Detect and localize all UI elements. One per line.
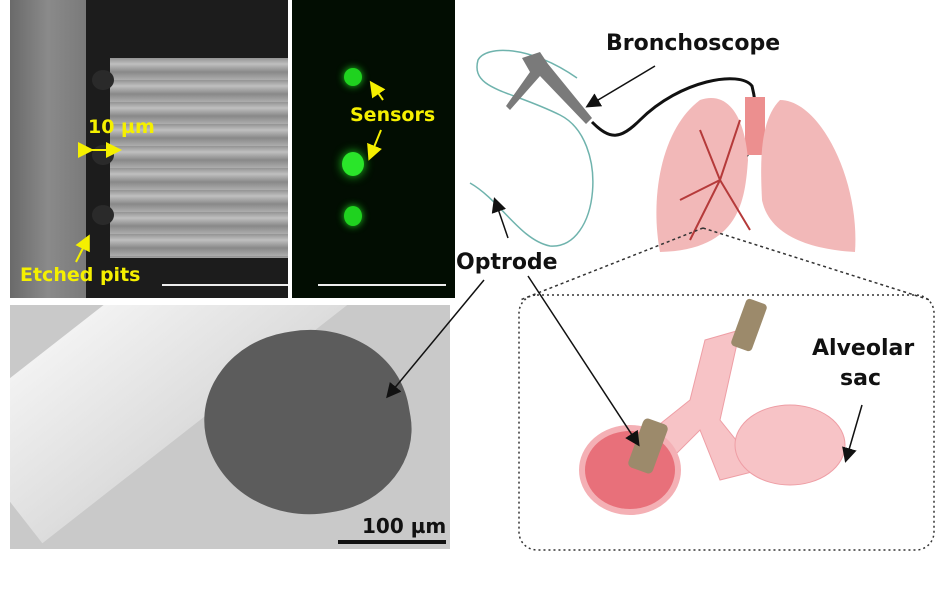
brightfield-panel	[10, 0, 288, 298]
sensors-label: Sensors	[350, 104, 436, 126]
scale-label-100um: 100 µm	[362, 514, 447, 538]
alveolar-label-line2: sac	[840, 366, 881, 391]
sensor-spot	[342, 152, 364, 176]
fiber-core-region	[110, 58, 288, 258]
sensor-spot	[344, 68, 362, 86]
etched-pit	[92, 205, 114, 225]
lungs-icon	[656, 97, 856, 252]
black-arrows	[386, 65, 863, 463]
fluorescence-panel	[292, 0, 455, 298]
fiber-edge-region	[10, 0, 86, 298]
alveolar-illustration	[579, 298, 846, 515]
optrode-label: Optrode	[456, 250, 558, 275]
scale-bar	[318, 284, 446, 286]
sem-panel	[10, 305, 450, 549]
yellow-arrows	[75, 80, 386, 263]
zoom-box	[518, 294, 935, 551]
alveolar-label-line1: Alveolar	[812, 336, 915, 361]
zoom-connector-lines	[519, 227, 931, 301]
bronchoscope-icon	[506, 52, 592, 124]
etched-pit	[92, 70, 114, 90]
bronchoscope-label: Bronchoscope	[606, 31, 781, 56]
scale-bar	[338, 540, 446, 544]
sensor-spot	[344, 206, 362, 226]
etched-pits-label: Etched pits	[20, 264, 141, 286]
optrode-fiber	[469, 49, 594, 247]
scale-label-10um: 10 µm	[88, 116, 155, 138]
scale-bar	[162, 284, 288, 286]
